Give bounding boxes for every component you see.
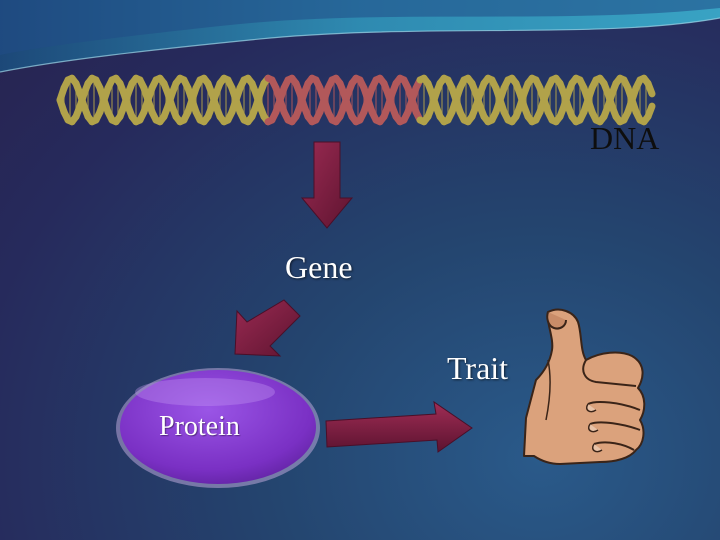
arrow-protein-to-trait (325, 400, 473, 453)
dna-strand-segment (644, 79, 656, 98)
protein-label: Protein (159, 411, 240, 442)
arrow-dna-to-gene (300, 141, 354, 229)
dna-strand-segment (644, 102, 656, 121)
protein-shape (116, 368, 320, 488)
gene-label: Gene (285, 249, 353, 285)
dna-label: DNA (590, 120, 660, 156)
trait-label: Trait (447, 350, 509, 386)
arrow-gene-to-protein (234, 299, 301, 357)
dna-helix-icon (56, 74, 656, 126)
top-wave-decoration (0, 0, 720, 73)
thumbs-up-hand-icon (523, 308, 646, 465)
